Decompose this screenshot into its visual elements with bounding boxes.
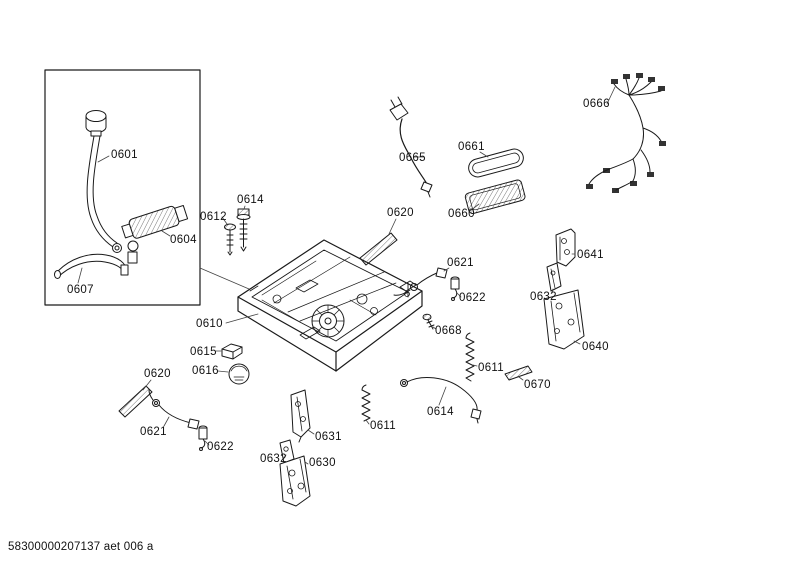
part-0621-wire-right: [393, 267, 450, 296]
part-0622-clip-right: [450, 276, 462, 301]
part-0610-base-assembly: [225, 239, 423, 372]
part-0665-power-cord: [389, 96, 433, 198]
part-0604-pump: [121, 204, 189, 264]
inset-leader-line: [199, 267, 257, 293]
document-code: 58300000207137 aet 006 a: [8, 541, 154, 553]
part-0666-wiring-harness: [586, 73, 666, 193]
part-0620-rail-left: [118, 379, 153, 418]
part-0614-screw-top: [236, 205, 251, 252]
part-0640-mounting-plate: [543, 289, 585, 350]
part-0660-heater-plate: [464, 179, 526, 214]
part-0632-bracket-right: [546, 262, 562, 294]
part-0611-spring-right: [465, 332, 478, 382]
part-0622-clip-left: [198, 425, 210, 451]
part-0616-disc: [217, 363, 250, 385]
inset-box: [44, 69, 201, 306]
part-0670-strip: [504, 365, 533, 381]
part-0668-screw: [422, 313, 437, 330]
part-0607-hose: [54, 253, 129, 284]
part-0630-mounting-plate: [279, 455, 311, 507]
part-0641-bracket: [555, 228, 576, 267]
part-0620-rail-top: [359, 218, 398, 266]
part-0621-wire-left: [148, 389, 200, 430]
part-0615-block: [215, 343, 243, 360]
part-0611-spring-bottom: [361, 384, 371, 425]
part-0612-screw: [221, 216, 236, 256]
part-0601-cap-hose: [85, 110, 122, 253]
part-0661-frame: [468, 148, 524, 178]
part-0614-sensor-wire: [400, 376, 482, 424]
part-0631-bracket: [290, 389, 315, 443]
